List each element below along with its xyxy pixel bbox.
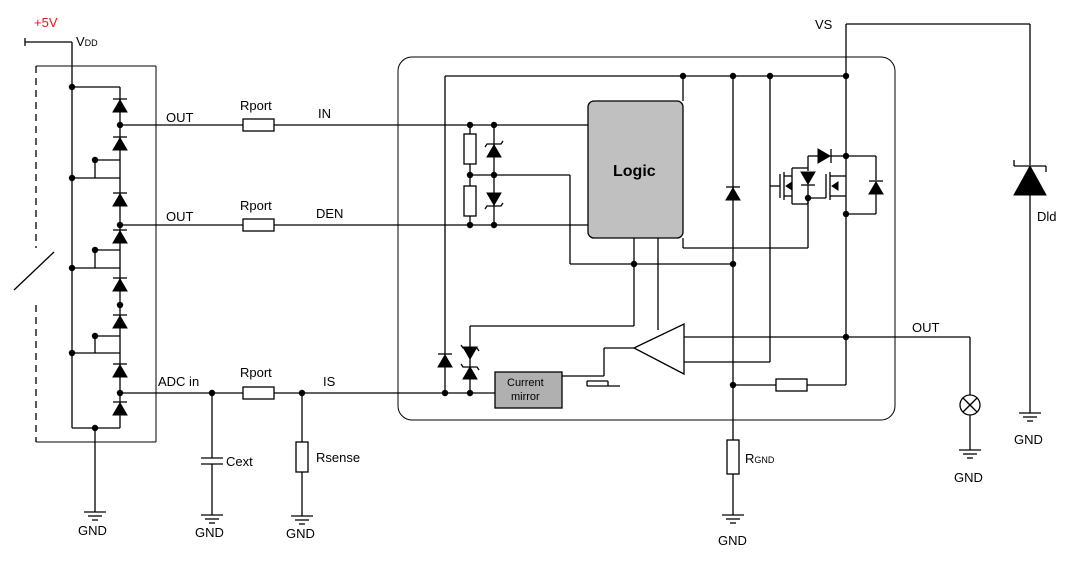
rport3-label: Rport: [240, 365, 272, 380]
rport1-label: Rport: [240, 98, 272, 113]
out-load-label: OUT: [912, 320, 940, 335]
microcontroller: [13, 38, 157, 521]
gnd-rgnd-label: GND: [718, 533, 747, 548]
cext-label: Cext: [226, 454, 253, 469]
rgnd-label: RGND: [745, 451, 775, 466]
den-label: DEN: [316, 206, 343, 221]
out2-label: OUT: [166, 209, 194, 224]
vs-label: VS: [815, 17, 833, 32]
out1-label: OUT: [166, 110, 194, 125]
signal-wires: [120, 118, 588, 525]
is-label: IS: [323, 374, 336, 389]
current-mirror-label-2: mirror: [511, 391, 540, 403]
gnd-rsense-label: GND: [286, 526, 315, 541]
in-label: IN: [318, 106, 331, 121]
gnd-cext-label: GND: [195, 525, 224, 540]
supply-label: +5V: [34, 15, 58, 30]
driver-ic: [397, 56, 896, 440]
gnd-load-label: GND: [954, 470, 983, 485]
gnd-dld-label: GND: [1014, 432, 1043, 447]
rsense-label: Rsense: [316, 450, 360, 465]
logic-label: Logic: [613, 163, 656, 180]
gnd-mcu-label: GND: [78, 523, 107, 538]
external-circuit: [722, 23, 1047, 524]
vdd-label: VDD: [76, 34, 98, 49]
current-mirror-label-1: Current: [507, 377, 544, 389]
rport2-label: Rport: [240, 198, 272, 213]
adc-in-label: ADC in: [158, 374, 199, 389]
dld-label: Dld: [1037, 209, 1057, 224]
